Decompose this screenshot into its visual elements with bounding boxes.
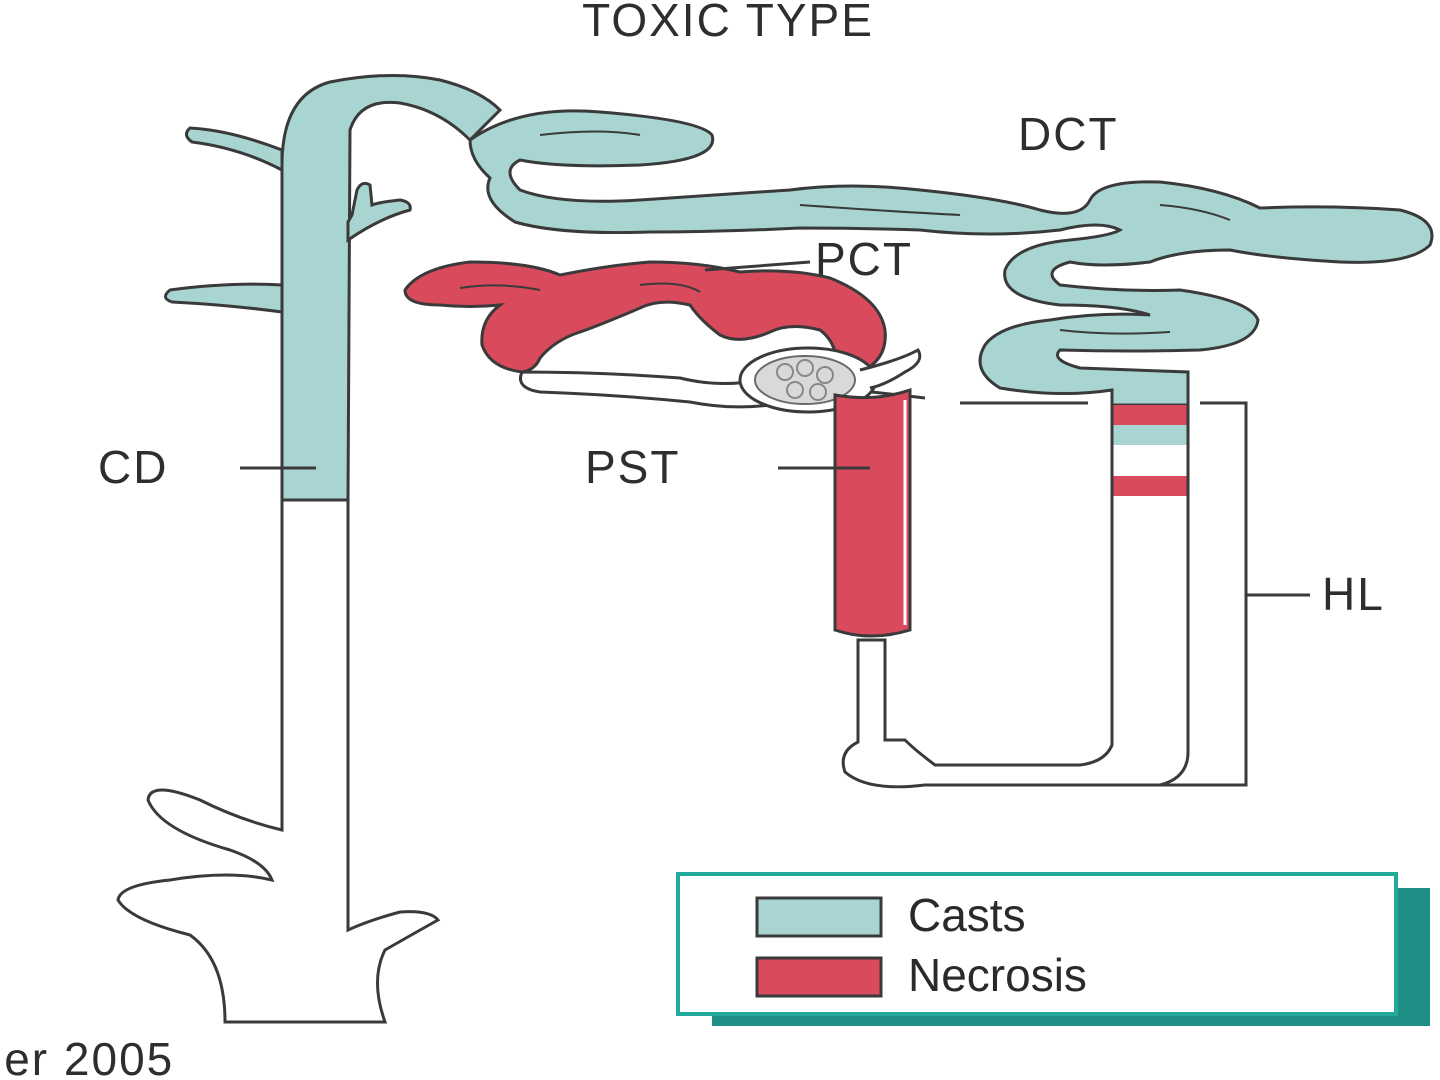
- dct-coils: [468, 109, 1434, 407]
- label-hl: HL: [1322, 568, 1385, 620]
- collecting-duct-branch-mid: [346, 181, 412, 243]
- legend: Casts Necrosis: [676, 872, 1430, 1026]
- hl-band-necrosis-1: [1112, 405, 1188, 425]
- credit-text: ier 2005: [0, 1033, 174, 1080]
- proximal-convoluted-tubule: [403, 260, 887, 409]
- label-pct: PCT: [815, 233, 913, 285]
- hl-band-necrosis-2: [1112, 476, 1188, 496]
- pst-necrosis: [833, 387, 912, 638]
- hl-band-casts: [1112, 425, 1188, 445]
- collecting-duct-casts: [280, 73, 503, 502]
- legend-label-casts: Casts: [908, 889, 1026, 941]
- loop-of-henle: [841, 403, 1190, 789]
- collecting-duct: [116, 73, 503, 1024]
- collecting-duct-branch-low: [164, 282, 284, 314]
- proximal-straight-tubule: [833, 387, 912, 638]
- leader-lines: [240, 260, 1310, 787]
- legend-label-necrosis: Necrosis: [908, 949, 1087, 1001]
- legend-swatch-necrosis: [755, 956, 883, 998]
- collecting-duct-lower: [116, 498, 441, 1024]
- diagram-title: TOXIC TYPE: [582, 0, 874, 46]
- pct-coils: [403, 260, 887, 374]
- label-dct: DCT: [1018, 108, 1119, 160]
- label-cd: CD: [98, 441, 168, 493]
- label-pst: PST: [585, 441, 680, 493]
- collecting-duct-branch-top: [185, 126, 284, 173]
- pct-connector: [519, 370, 773, 409]
- legend-swatch-casts: [755, 896, 883, 938]
- distal-convoluted-tubule: [468, 109, 1434, 407]
